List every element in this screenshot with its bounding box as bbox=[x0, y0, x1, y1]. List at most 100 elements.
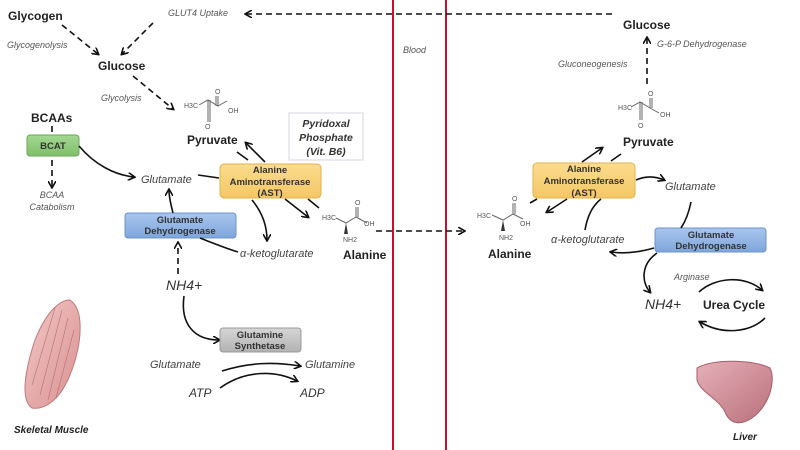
muscle-glutamate-label: Glutamate bbox=[141, 174, 192, 186]
blood-label: Blood bbox=[403, 45, 427, 55]
svg-text:NH2: NH2 bbox=[499, 235, 513, 242]
svg-text:(AST): (AST) bbox=[571, 188, 596, 199]
svg-text:O: O bbox=[355, 200, 361, 207]
ast-to-alanine-arrow bbox=[284, 198, 308, 217]
svg-text:Pyridoxal: Pyridoxal bbox=[302, 118, 350, 130]
svg-text:Glutamine: Glutamine bbox=[237, 330, 283, 341]
liver-alanine-label: Alanine bbox=[488, 247, 532, 261]
glutamate-to-gdh-line bbox=[680, 201, 692, 229]
alanine-structure: H3C OH O NH2 bbox=[322, 200, 375, 244]
liver-pyruvate-label: Pyruvate bbox=[623, 135, 674, 149]
arginase-label: Arginase bbox=[673, 272, 710, 282]
atp-to-adp-arrow bbox=[219, 372, 297, 389]
gdh-to-nh4-arrow bbox=[644, 252, 658, 292]
svg-text:BCAT: BCAT bbox=[40, 141, 66, 152]
svg-text:Alanine: Alanine bbox=[567, 164, 601, 175]
ast-to-pyruvate-arrow bbox=[246, 143, 266, 163]
svg-text:H3C: H3C bbox=[618, 105, 632, 112]
alanine-to-ast-line bbox=[307, 198, 320, 209]
liver-ast-to-glutamate-arrow bbox=[635, 177, 664, 180]
svg-text:H3C: H3C bbox=[184, 103, 198, 110]
gs-glutamate-label: Glutamate bbox=[150, 359, 201, 371]
glycogenolysis-arrow bbox=[61, 24, 98, 54]
g6p-dehydrogenase-label: G-6-P Dehydrogenase bbox=[657, 39, 747, 49]
glut4-uptake-label: GLUT4 Uptake bbox=[168, 8, 228, 18]
gdh-to-akg-arrow bbox=[611, 247, 655, 253]
liver-akg-to-ast-line bbox=[584, 198, 602, 231]
muscle-pyruvate-label: Pyruvate bbox=[187, 133, 238, 147]
atp-label: ATP bbox=[188, 386, 211, 400]
glycolysis-arrow bbox=[132, 75, 173, 109]
svg-text:Glutamate: Glutamate bbox=[157, 215, 203, 226]
glycolysis-label: Glycolysis bbox=[101, 93, 142, 103]
svg-text:Dehydrogenase: Dehydrogenase bbox=[144, 226, 215, 237]
glycogenolysis-label: Glycogenolysis bbox=[7, 40, 68, 50]
liver-image bbox=[696, 360, 773, 424]
svg-text:OH: OH bbox=[520, 221, 531, 228]
svg-text:O: O bbox=[205, 124, 211, 131]
svg-text:NH2: NH2 bbox=[343, 237, 357, 244]
liver-akg-label: α-ketoglutarate bbox=[551, 234, 625, 246]
muscle-akg-label: α-ketoglutarate bbox=[240, 248, 314, 260]
nh4-to-gs-arrow bbox=[182, 295, 219, 340]
glutamate-to-glutamine-arrow bbox=[221, 363, 300, 372]
svg-text:O: O bbox=[215, 89, 221, 96]
svg-text:Aminotransferase: Aminotransferase bbox=[230, 177, 311, 188]
pyruvate-structure: H3C OH O O bbox=[184, 89, 239, 131]
bcaa-catabolism-label: BCAA bbox=[40, 190, 65, 200]
bcaas-label: BCAAs bbox=[31, 111, 73, 125]
glutamine-label: Glutamine bbox=[305, 359, 355, 371]
svg-text:Alanine: Alanine bbox=[253, 165, 287, 176]
gdh-to-akg-line bbox=[199, 237, 239, 253]
liver-ast-to-pyruvate-arrow bbox=[581, 148, 602, 163]
pyruvate-to-ast-line bbox=[236, 151, 249, 161]
adp-label: ADP bbox=[299, 386, 325, 400]
muscle-gdh-enzyme-box: Glutamate Dehydrogenase bbox=[124, 212, 237, 239]
liver-pyruvate-to-ast-line bbox=[610, 153, 622, 162]
svg-text:Synthetase: Synthetase bbox=[235, 341, 286, 352]
glut4-arrow bbox=[122, 22, 154, 54]
liver-label: Liver bbox=[733, 432, 758, 443]
liver-ast-to-alanine-arrow bbox=[547, 198, 568, 212]
svg-text:O: O bbox=[638, 123, 644, 130]
liver-gdh-enzyme-box: Glutamate Dehydrogenase bbox=[654, 227, 767, 253]
bcat-to-glutamate-arrow bbox=[78, 145, 134, 177]
svg-text:OH: OH bbox=[228, 108, 239, 115]
bcaa-catabolism-label-2: Catabolism bbox=[29, 202, 75, 212]
svg-text:O: O bbox=[512, 196, 518, 203]
svg-text:Glutamate: Glutamate bbox=[688, 230, 734, 241]
svg-text:OH: OH bbox=[364, 221, 375, 228]
svg-text:Phosphate: Phosphate bbox=[299, 132, 353, 144]
gluconeogenesis-label: Gluconeogenesis bbox=[558, 59, 628, 69]
svg-text:O: O bbox=[648, 91, 654, 98]
svg-text:(AST): (AST) bbox=[257, 188, 282, 199]
skeletal-muscle-label: Skeletal Muscle bbox=[14, 425, 89, 436]
liver-pyruvate-structure: H3C OH O O bbox=[618, 91, 671, 130]
svg-text:H3C: H3C bbox=[322, 215, 336, 222]
urea-cycle-top-arrow bbox=[698, 278, 762, 293]
svg-text:Aminotransferase: Aminotransferase bbox=[544, 176, 625, 187]
liver-ast-enzyme-box: Alanine Aminotransferase (AST) bbox=[532, 162, 636, 199]
glutamine-synthetase-box: Glutamine Synthetase bbox=[219, 327, 302, 353]
pyridoxal-phosphate-box: Pyridoxal Phosphate (Vit. B6) bbox=[288, 112, 364, 161]
muscle-glucose-label: Glucose bbox=[98, 59, 146, 73]
glycogen-label: Glycogen bbox=[8, 9, 63, 23]
liver-alanine-structure: H3C OH O NH2 bbox=[477, 196, 531, 242]
urea-cycle-bottom-arrow bbox=[700, 317, 766, 332]
liver-nh4-label: NH4+ bbox=[645, 296, 681, 312]
svg-text:(Vit. B6): (Vit. B6) bbox=[306, 146, 346, 158]
muscle-ast-enzyme-box: Alanine Aminotransferase (AST) bbox=[219, 163, 322, 199]
muscle-nh4-label: NH4+ bbox=[166, 277, 202, 293]
gdh-to-glutamate-arrow bbox=[169, 190, 174, 214]
svg-text:Dehydrogenase: Dehydrogenase bbox=[675, 241, 746, 252]
bcat-enzyme-box: BCAT bbox=[26, 134, 80, 157]
liver-glucose-label: Glucose bbox=[623, 18, 671, 32]
liver-alanine-to-ast-line bbox=[529, 198, 538, 204]
ast-to-akg-arrow bbox=[251, 199, 267, 240]
muscle-alanine-label: Alanine bbox=[343, 248, 387, 262]
glutamate-to-ast-line bbox=[197, 174, 220, 179]
skeletal-muscle-image bbox=[24, 299, 81, 409]
liver-glutamate-label: Glutamate bbox=[665, 181, 716, 193]
svg-text:OH: OH bbox=[660, 112, 671, 119]
